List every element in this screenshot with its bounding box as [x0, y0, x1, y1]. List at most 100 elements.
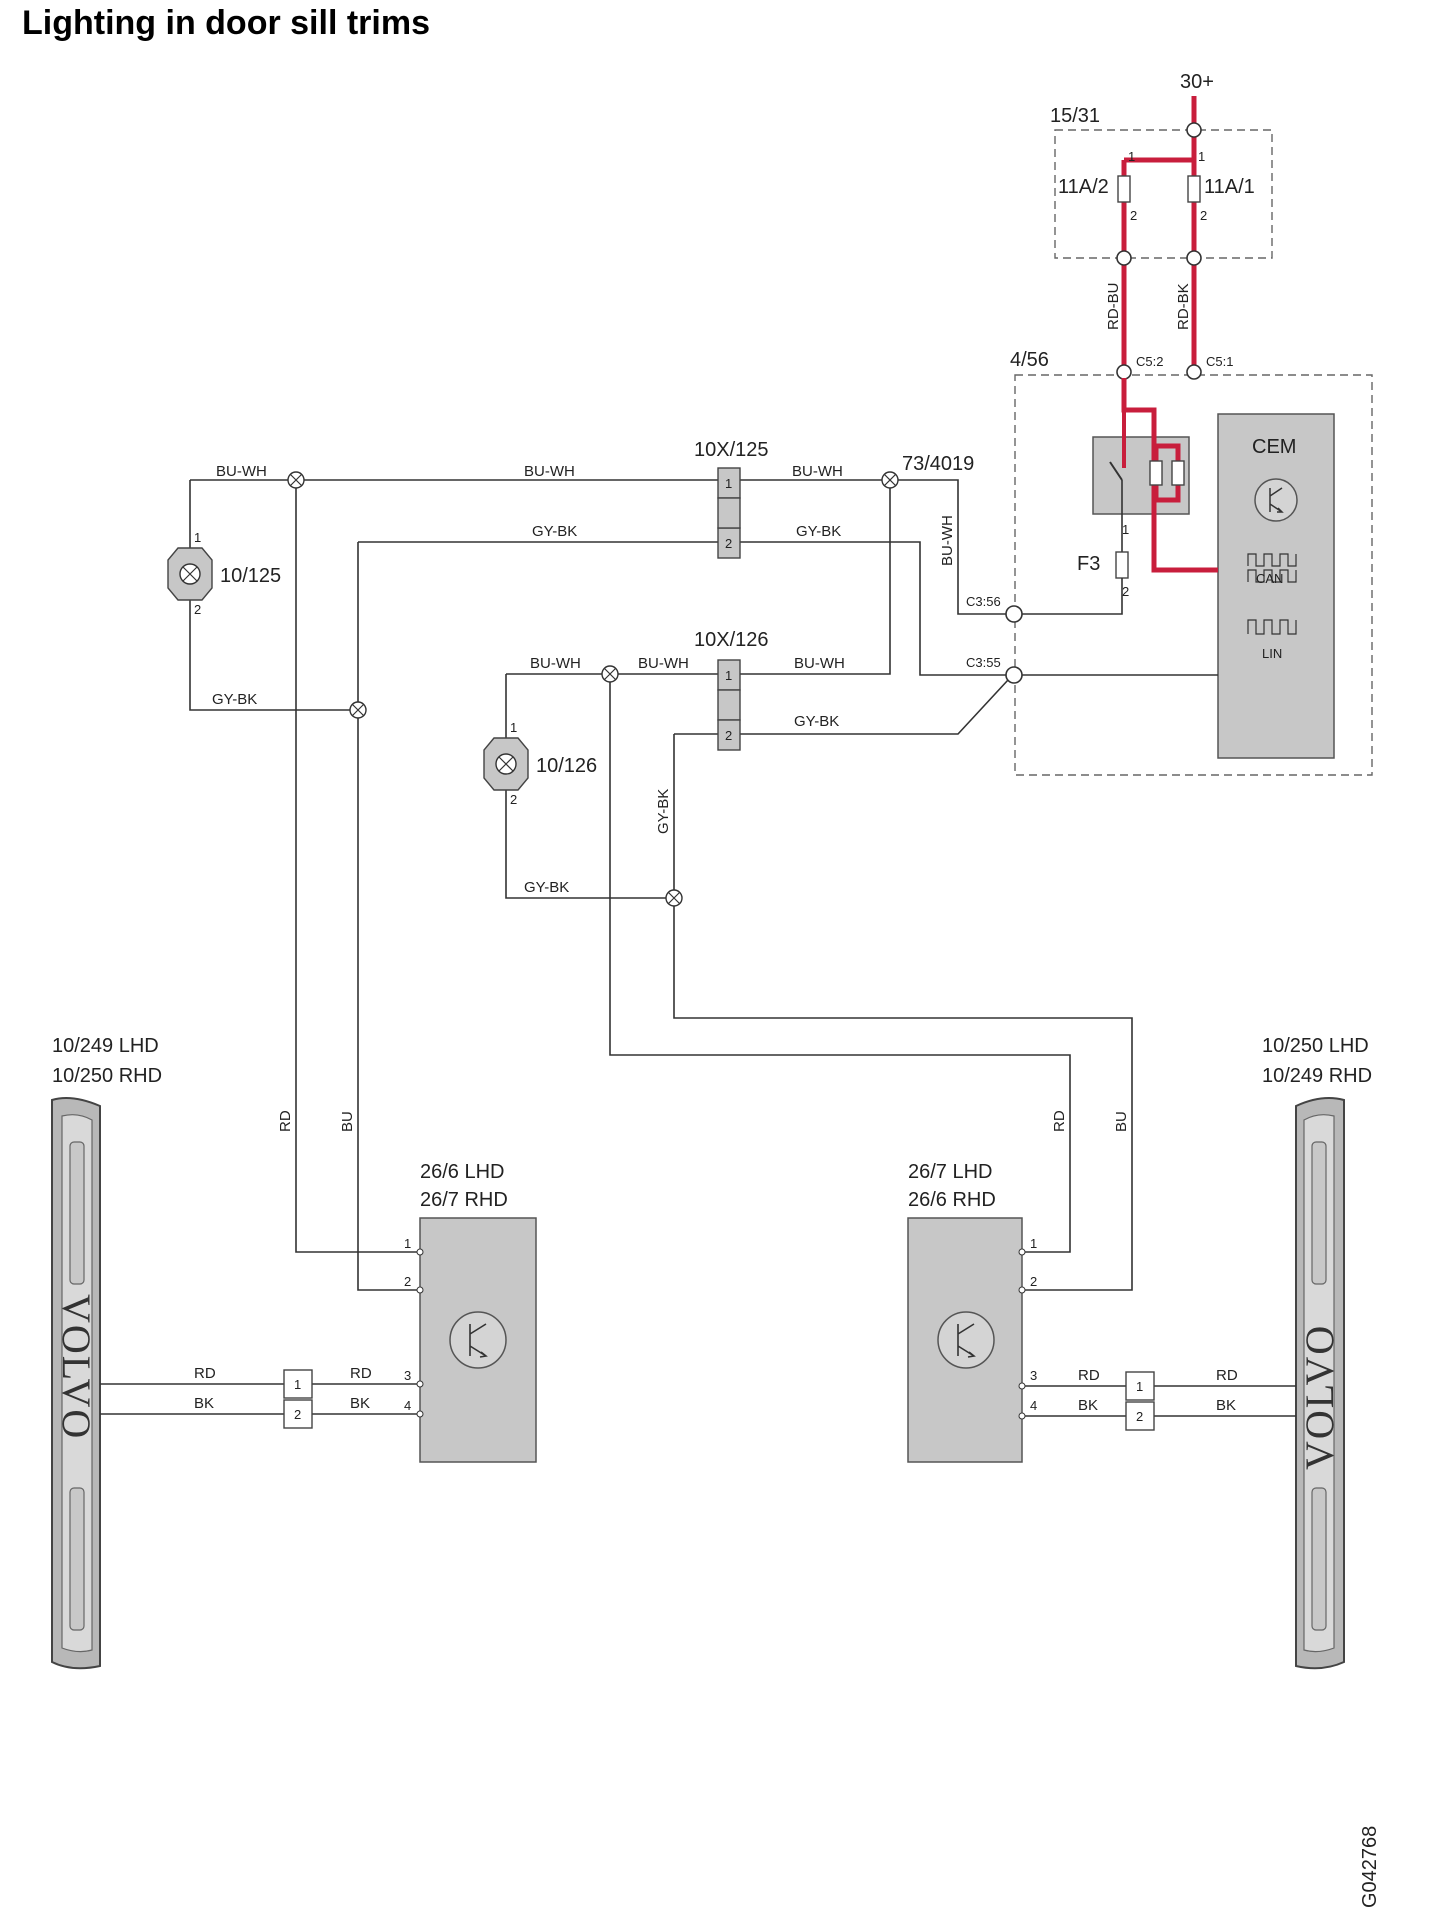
- rd-left-vertical-wire: [295, 480, 420, 1253]
- fuse-11a2-label: 11A/2: [1058, 176, 1109, 198]
- wire-label-bu-wh-2: BU-WH: [524, 463, 575, 480]
- left-wire-label-bu-vertical: BU: [339, 1111, 356, 1132]
- lamp-10-125-pin1: 1: [194, 530, 201, 545]
- right-sill-slot-bottom: [1311, 1487, 1327, 1631]
- splice-73-down-wire: [740, 480, 891, 675]
- node-c5-2: [1116, 364, 1132, 380]
- connector-10x125-body: [717, 497, 741, 529]
- left-module-label-1: 26/6 LHD: [420, 1161, 505, 1183]
- relay-coil-b: [1171, 460, 1185, 486]
- middle-harness: BU-WH BU-WH BU-WH GY-BK GY-BK GY-BK 1 2 …: [483, 629, 1133, 1291]
- bu-wh-to-c3-56-wire: [890, 479, 1006, 615]
- right-sill-logo: VOLVO: [1297, 1324, 1342, 1470]
- left-module-pin4: 4: [404, 1398, 411, 1413]
- left-module-transistor-symbol: [469, 1323, 488, 1358]
- pin-c3-55-label: C3:55: [966, 655, 1001, 670]
- lamp-10-125-label: 10/125: [220, 565, 281, 587]
- fuse-11a2-pin2: 2: [1130, 208, 1137, 223]
- cem-ref-label: 4/56: [1010, 349, 1049, 371]
- gy-bk-mid-to-c3-55-wire: [740, 679, 1009, 735]
- cem-name: CEM: [1252, 436, 1296, 458]
- splice-left-bu-wh-mark: [289, 473, 303, 487]
- node-30-entry: [1186, 122, 1202, 138]
- transistor-symbol: [1269, 487, 1284, 513]
- right-wire-label-bk-1: BK: [1078, 1397, 1098, 1414]
- left-module-pin2-dot: [416, 1286, 424, 1294]
- left-wire-label-rd-2: RD: [350, 1365, 372, 1382]
- pin-c5-2-label: C5:2: [1136, 354, 1163, 369]
- fuse-11a2-pin1: 1: [1128, 149, 1135, 164]
- pin-c3-56-label: C3:56: [966, 594, 1001, 609]
- node-c5-1: [1186, 364, 1202, 380]
- right-connector-pin2: [1125, 1401, 1155, 1431]
- left-sill-label-2: 10/250 RHD: [52, 1065, 162, 1087]
- right-module-pin1-dot: [1018, 1248, 1026, 1256]
- wire-label-gy-bk-2: GY-BK: [796, 523, 841, 540]
- bu-left-vertical-wire: [357, 542, 420, 1291]
- left-wire-label-bk-2: BK: [350, 1395, 370, 1412]
- right-module-label-2: 26/6 RHD: [908, 1189, 996, 1211]
- right-wire-label-rd-2: RD: [1216, 1367, 1238, 1384]
- relay-coil-a: [1149, 460, 1163, 486]
- right-wire-label-rd-1: RD: [1078, 1367, 1100, 1384]
- can-signal-icon: [1247, 553, 1297, 583]
- fuse-11a1-pin2: 2: [1200, 208, 1207, 223]
- right-connector-pin2-label: 2: [1136, 1409, 1143, 1424]
- left-connector-pin1-label: 1: [294, 1377, 301, 1392]
- right-sill-label-2: 10/249 RHD: [1262, 1065, 1372, 1087]
- left-module-pin4-dot: [416, 1410, 424, 1418]
- right-sill-label-1: 10/250 LHD: [1262, 1035, 1369, 1057]
- left-connector-pin2-label: 2: [294, 1407, 301, 1422]
- splice-73-4019-label: 73/4019: [902, 453, 974, 475]
- wire-label-rd-bu: RD-BU: [1105, 283, 1122, 331]
- wire-label-rd-bk: RD-BK: [1175, 283, 1192, 330]
- transistor-icon: [1254, 478, 1298, 522]
- relay-coil-wire: [1121, 378, 1181, 503]
- lamp-10-126-pin1: 1: [510, 720, 517, 735]
- fuse-11a2: [1117, 175, 1131, 203]
- lin-signal-icon: [1247, 619, 1297, 635]
- lin-label: LIN: [1262, 646, 1282, 661]
- left-sill-slot-top: [69, 1141, 85, 1285]
- gy-bk-top-wire: [358, 541, 1006, 676]
- right-wire-label-bu-vertical: BU: [1113, 1111, 1130, 1132]
- wire-label-bu-wh-3: BU-WH: [792, 463, 843, 480]
- connector-10x125-pin1-label: 1: [725, 476, 732, 491]
- connector-10x125-label: 10X/125: [694, 439, 769, 461]
- wire-label-bu-wh-1: BU-WH: [216, 463, 267, 480]
- right-connector-pin1-label: 1: [1136, 1379, 1143, 1394]
- lamp-10-126-label: 10/126: [536, 755, 597, 777]
- figure-id: G042768: [1359, 1826, 1381, 1908]
- fuse-box-outline: [1054, 129, 1273, 259]
- left-wire-label-rd-1: RD: [194, 1365, 216, 1382]
- connector-10x126-pin2-label: 2: [725, 728, 732, 743]
- lamp1-return-wire: [189, 600, 358, 711]
- lamp-10-125-cross: [182, 566, 198, 582]
- relay-switch-icon: [1109, 461, 1123, 481]
- wire-label-gy-bk-3: GY-BK: [212, 691, 257, 708]
- right-module-label-1: 26/7 LHD: [908, 1161, 993, 1183]
- splice-left-gy-bk-mark: [351, 703, 365, 717]
- right-module-pin4: 4: [1030, 1398, 1037, 1413]
- right-module-pin3-dot: [1018, 1382, 1026, 1390]
- right-module-pin1: 1: [1030, 1236, 1037, 1251]
- cem-block: [1217, 413, 1335, 759]
- fuse-box-15-31: 15/31 30+ 11A/2 11A/1 1 2 1 2 RD-BU RD-B…: [1050, 71, 1273, 365]
- right-connector-pin1: [1125, 1371, 1155, 1401]
- fuse-11a1-label: 11A/1: [1204, 176, 1255, 198]
- wire-label-gy-bk-5: GY-BK: [524, 879, 569, 896]
- cem-outline: [1014, 374, 1373, 776]
- node-c3-56: [1005, 605, 1023, 623]
- right-wire-label-rd-vertical: RD: [1051, 1110, 1068, 1132]
- pin-c5-1-label: C5:1: [1206, 354, 1233, 369]
- wire-label-gy-bk-1: GY-BK: [532, 523, 577, 540]
- connector-10x126-body: [717, 689, 741, 721]
- right-sill-slot-top: [1311, 1141, 1327, 1285]
- wire-label-bu-wh-5: BU-WH: [638, 655, 689, 672]
- connector-10x125-pin2-label: 2: [725, 536, 732, 551]
- terminal-30-label: 30+: [1180, 71, 1214, 93]
- wire-label-bu-wh-vertical: BU-WH: [939, 515, 956, 566]
- left-module-pin3: 3: [404, 1368, 411, 1383]
- wire-label-gy-bk-4: GY-BK: [794, 713, 839, 730]
